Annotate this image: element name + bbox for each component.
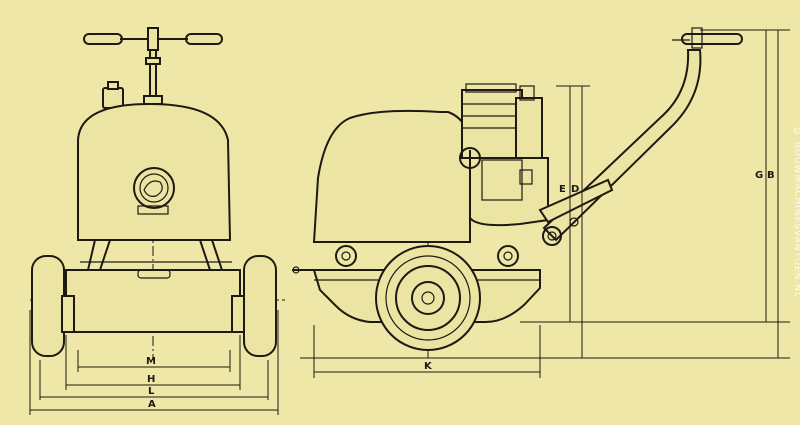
front-view: M H L A [29,27,285,415]
front-roller-drum [65,269,241,333]
dim-label-b: B [767,170,775,181]
dim-label-l: L [148,386,155,397]
front-fuel-tank [102,81,124,109]
side-tow-hitch [292,266,316,274]
dim-label-k: K [424,361,433,372]
side-view: K E D G B [292,27,790,378]
side-rear-pulley [497,245,519,267]
front-dimensions [29,310,279,415]
front-frame [80,239,232,271]
dim-label-m: M [146,356,156,367]
front-handle [83,27,223,105]
dim-label-g: G [755,170,763,181]
side-front-pulley [335,245,357,267]
front-emblem [133,167,175,215]
side-dimensions [300,29,790,378]
side-engine-hood [312,109,471,243]
dim-label-a: A [148,399,156,410]
side-main-wheel [375,245,481,351]
side-engine [459,83,549,227]
front-left-wheel [31,255,65,357]
dim-label-d: D [571,184,579,195]
front-engine-hood [77,102,232,241]
watermark-text: © BOUWMACHINESVANTOEN.NL [792,127,800,299]
front-right-wheel [243,255,277,357]
dim-label-h: H [147,374,155,385]
front-roller-slot [137,269,171,279]
dim-label-e: E [559,184,566,195]
